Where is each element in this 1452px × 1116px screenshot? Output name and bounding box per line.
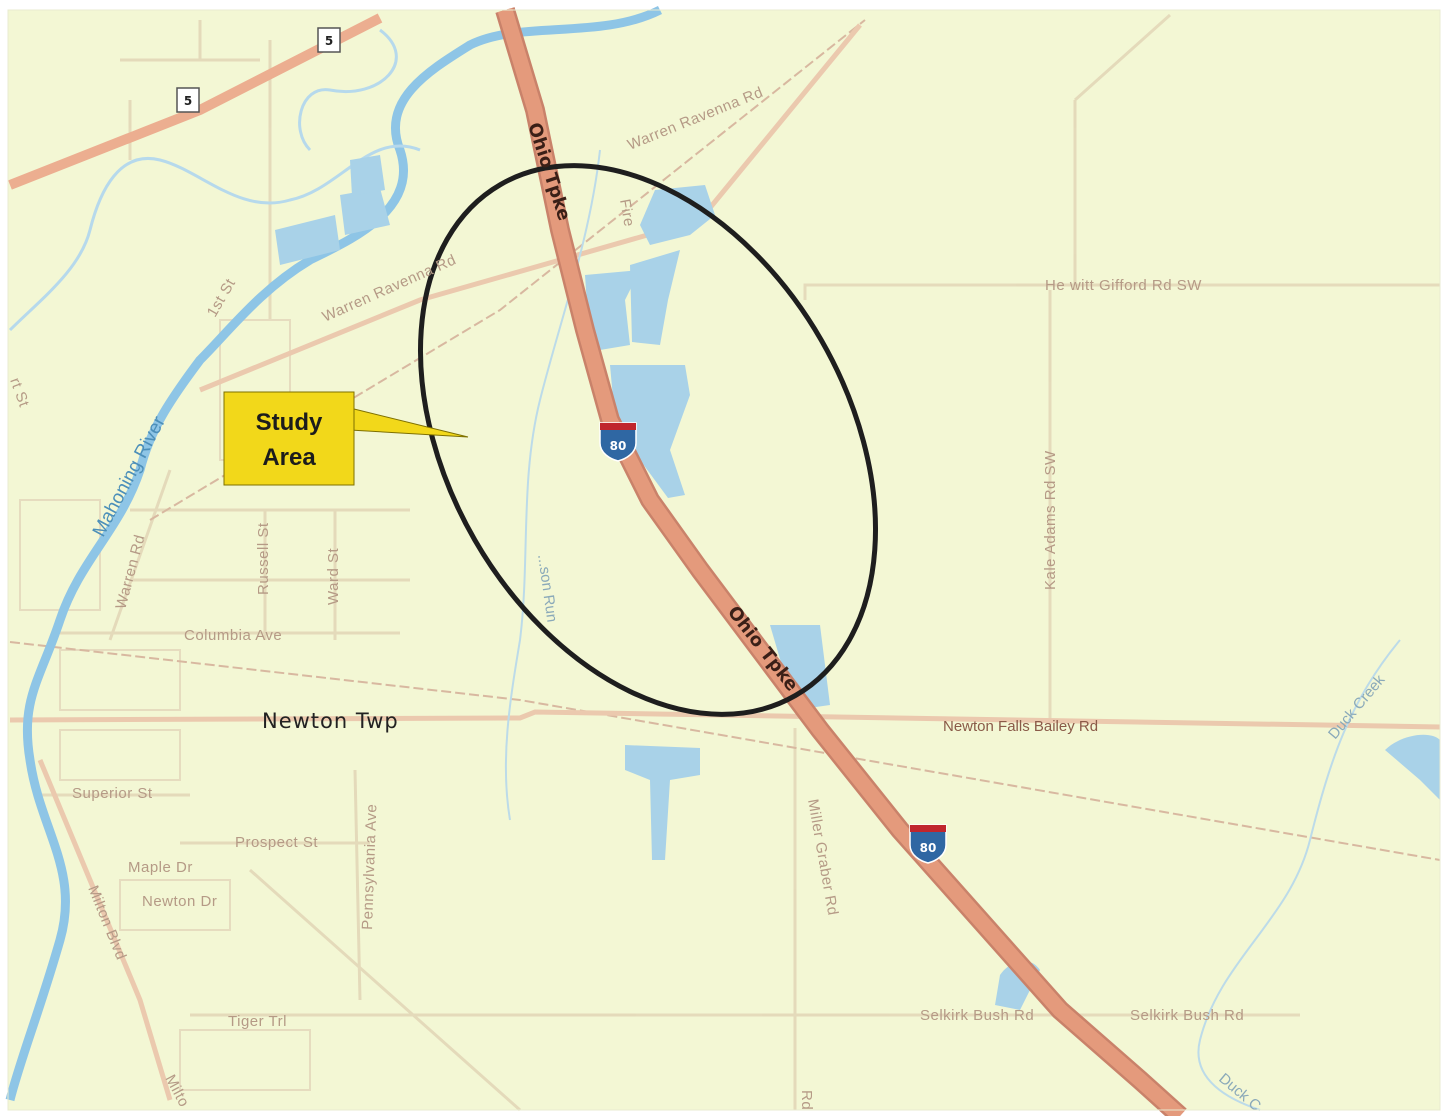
- river-tributary: [8, 144, 421, 332]
- label-newton-falls-bailey: Newton Falls Bailey Rd: [943, 718, 1098, 735]
- pond-tpke: [770, 625, 830, 710]
- mahoning-river: [5, 5, 663, 1102]
- shield-top: [600, 423, 636, 430]
- shield-body: [599, 422, 637, 462]
- callout-line2: Area: [262, 444, 316, 471]
- study-area-ellipse: [418, 163, 878, 717]
- sr-shield-number: 5: [184, 94, 192, 108]
- minor-roads: [40, 13, 1440, 1112]
- railroads: [9, 19, 1441, 861]
- road-milton-blvd: [37, 759, 173, 1101]
- label-township: Newton Twp: [262, 709, 399, 733]
- interstate-shield-north: 80: [599, 422, 637, 462]
- label-hewitt-gifford: He witt Gifford Rd SW: [1045, 277, 1202, 294]
- label-russell: Russell St: [255, 522, 272, 595]
- road-ne-diagonal: [1073, 13, 1172, 102]
- road-town-diagonal: [249, 868, 521, 1112]
- pond-east: [1385, 734, 1440, 800]
- pond-quarry-1: [275, 215, 340, 265]
- callout-line1: Study: [256, 409, 323, 436]
- road-newton-falls-bailey: [9, 709, 1441, 730]
- ohio-turnpike-fill: [497, 7, 1186, 1116]
- town-block: [59, 649, 181, 711]
- interstate-shield-south: 80: [909, 824, 947, 864]
- pond-study-2: [630, 250, 680, 345]
- label-prospect: Prospect St: [235, 834, 318, 851]
- sr-shield-body: [317, 27, 341, 53]
- land-background: [8, 10, 1440, 1110]
- shield-body: [909, 824, 947, 864]
- road-warren-rd: [108, 469, 172, 641]
- label-rd-s: Rd: [798, 1090, 815, 1110]
- label-fire: Fire: [616, 198, 638, 228]
- pond-study-3: [640, 185, 715, 245]
- pond-study-1: [585, 270, 640, 350]
- label-superior: Superior St: [72, 785, 153, 802]
- railroad-ne: [149, 19, 866, 521]
- label-maple: Maple Dr: [128, 859, 193, 876]
- river-tributary-2: [298, 28, 398, 152]
- shield-number: 80: [920, 841, 937, 855]
- pond-quarry-2: [340, 188, 390, 235]
- ponds: [275, 155, 1440, 1010]
- label-newton-dr: Newton Dr: [142, 893, 217, 910]
- label-tiger: Tiger Trl: [228, 1013, 287, 1030]
- label-selkirk-bush-w: Selkirk Bush Rd: [920, 1007, 1034, 1024]
- railroad-main: [9, 641, 1441, 861]
- duck-creek: [1197, 639, 1401, 1111]
- pond-south-1: [625, 745, 700, 860]
- pond-quarry-3: [350, 155, 385, 196]
- shield-top: [910, 825, 946, 832]
- shield-number: 80: [610, 439, 627, 453]
- callout-box: [223, 391, 355, 486]
- town-block: [179, 1029, 311, 1091]
- road-pennsylvania: [353, 769, 362, 1001]
- label-selkirk-bush-e: Selkirk Bush Rd: [1130, 1007, 1244, 1024]
- sr-shield-number: 5: [325, 34, 333, 48]
- road-hewitt-gifford: [803, 283, 1440, 300]
- state-route-shield-1: 5: [317, 27, 341, 53]
- state-route-shield-2: 5: [176, 87, 200, 113]
- pond-study-4: [610, 365, 690, 498]
- town-block: [119, 879, 231, 931]
- label-pennsylvania: Pennsylvania Ave: [359, 803, 380, 930]
- sr-shield-body: [176, 87, 200, 113]
- map-frame: [7, 9, 1441, 1111]
- town-block: [59, 729, 181, 781]
- label-columbia: Columbia Ave: [184, 627, 282, 644]
- label-ward: Ward St: [325, 548, 342, 605]
- label-kale-adams: Kale Adams Rd SW: [1042, 450, 1059, 590]
